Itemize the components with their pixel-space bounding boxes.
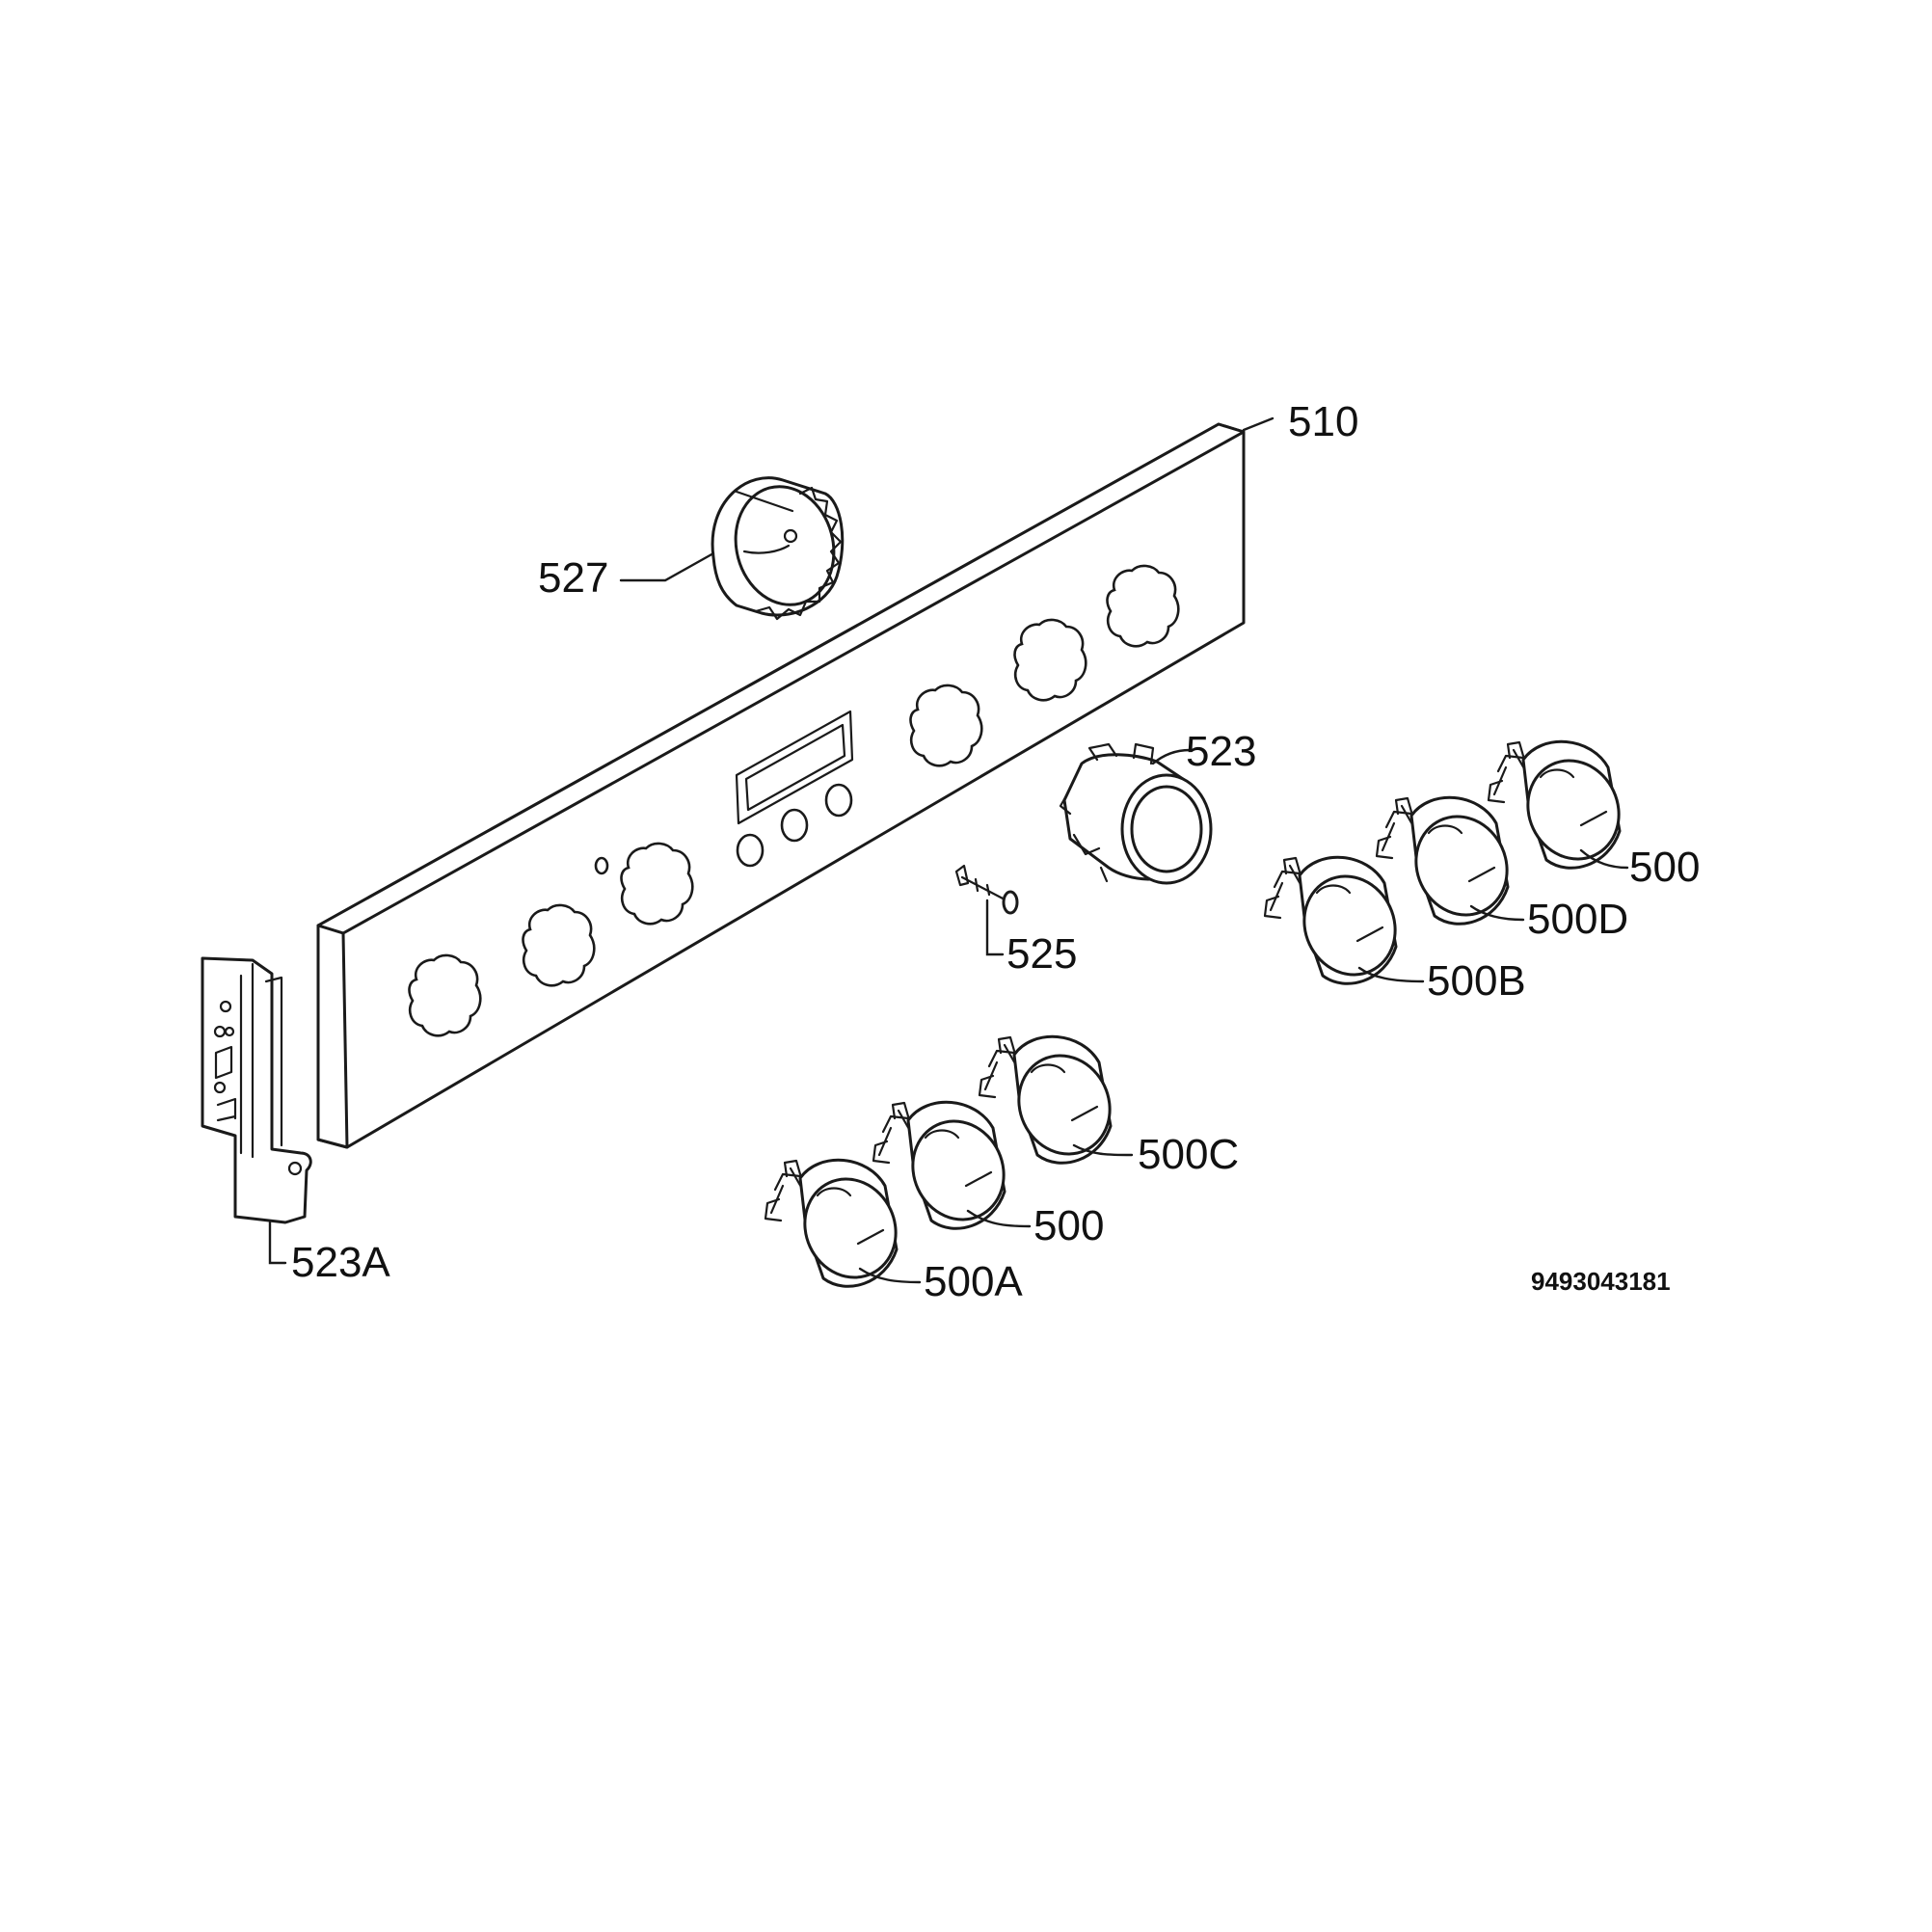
button-hole [780, 808, 809, 843]
label-523a: 523A [291, 1239, 390, 1286]
label-525: 525 [1006, 930, 1077, 978]
leader-523a [268, 1221, 287, 1265]
button-hole [824, 783, 853, 818]
label-500a: 500A [924, 1258, 1023, 1305]
leader-500a [858, 1267, 922, 1284]
label-523: 523 [1186, 728, 1256, 775]
display-window [735, 710, 854, 825]
control-panel [316, 422, 1246, 1149]
button-hole [736, 833, 765, 868]
leader-500-center [966, 1209, 1032, 1228]
knob-cutout [408, 953, 482, 1037]
leader-500c [1072, 1143, 1134, 1157]
knob-cutout [909, 684, 983, 767]
knob-500c [978, 1034, 1128, 1171]
leader-510 [1242, 416, 1275, 432]
collar-ring [711, 476, 845, 621]
button-housing [1059, 742, 1213, 885]
leader-527 [619, 551, 715, 582]
knob-cutout [522, 903, 596, 987]
label-510: 510 [1288, 398, 1358, 445]
leader-500d [1469, 904, 1525, 922]
label-500b: 500B [1427, 957, 1526, 1005]
indicator-hole [594, 856, 609, 875]
knob-500d [1375, 795, 1525, 932]
knob-500-far-right [1487, 739, 1637, 876]
pin [954, 864, 1019, 915]
label-500-far-right: 500 [1629, 844, 1700, 891]
knob-cutout [620, 842, 694, 926]
knob-cutout [1013, 618, 1087, 702]
knob-500a [764, 1158, 914, 1295]
mounting-bracket [201, 956, 312, 1224]
label-500-center: 500 [1033, 1202, 1104, 1249]
leader-523 [1151, 748, 1192, 765]
label-500c: 500C [1138, 1131, 1239, 1178]
knob-500-center [872, 1100, 1022, 1237]
leader-525 [985, 899, 1005, 956]
document-number: 9493043181 [1531, 1267, 1671, 1296]
leader-500-far-right [1579, 848, 1629, 870]
knob-500b [1263, 855, 1413, 992]
label-500d: 500D [1527, 896, 1628, 943]
label-527: 527 [538, 554, 608, 602]
leader-500b [1357, 966, 1425, 983]
knob-cutout [1106, 564, 1180, 648]
